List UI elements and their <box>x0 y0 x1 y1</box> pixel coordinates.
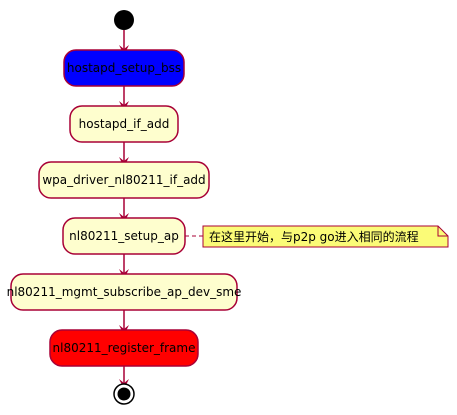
node-box <box>38 161 210 199</box>
activity-node-wpa-driver-nl80211-if-add[interactable]: wpa_driver_nl80211_if_add <box>38 161 210 199</box>
node-box <box>69 105 179 143</box>
end-node <box>113 383 135 405</box>
end-node-core <box>117 387 131 401</box>
start-node <box>114 10 134 30</box>
node-box <box>10 273 238 311</box>
node-box <box>63 49 185 87</box>
note-text: 在这里开始，与p2p go进入相同的流程 <box>209 229 419 244</box>
node-label: hostapd_setup_bss <box>67 61 181 75</box>
activity-node-hostapd-setup-bss[interactable]: hostapd_setup_bss <box>63 49 185 87</box>
note-fold <box>437 226 448 237</box>
node-label: nl80211_register_frame <box>53 341 196 355</box>
note-start-here: 在这里开始，与p2p go进入相同的流程 <box>185 225 449 248</box>
node-label: wpa_driver_nl80211_if_add <box>42 173 205 187</box>
node-label: nl80211_mgmt_subscribe_ap_dev_sme <box>7 285 242 299</box>
node-label: hostapd_if_add <box>79 117 170 131</box>
activity-node-nl80211-register-frame[interactable]: nl80211_register_frame <box>49 329 199 367</box>
node-label: nl80211_setup_ap <box>69 229 179 243</box>
activity-node-hostapd-if-add[interactable]: hostapd_if_add <box>69 105 179 143</box>
note-shape <box>202 225 449 248</box>
activity-node-nl80211-mgmt-subscribe-ap-dev-sme[interactable]: nl80211_mgmt_subscribe_ap_dev_sme <box>7 273 242 311</box>
activity-node-nl80211-setup-ap[interactable]: nl80211_setup_ap <box>62 217 186 255</box>
node-box <box>49 329 199 367</box>
